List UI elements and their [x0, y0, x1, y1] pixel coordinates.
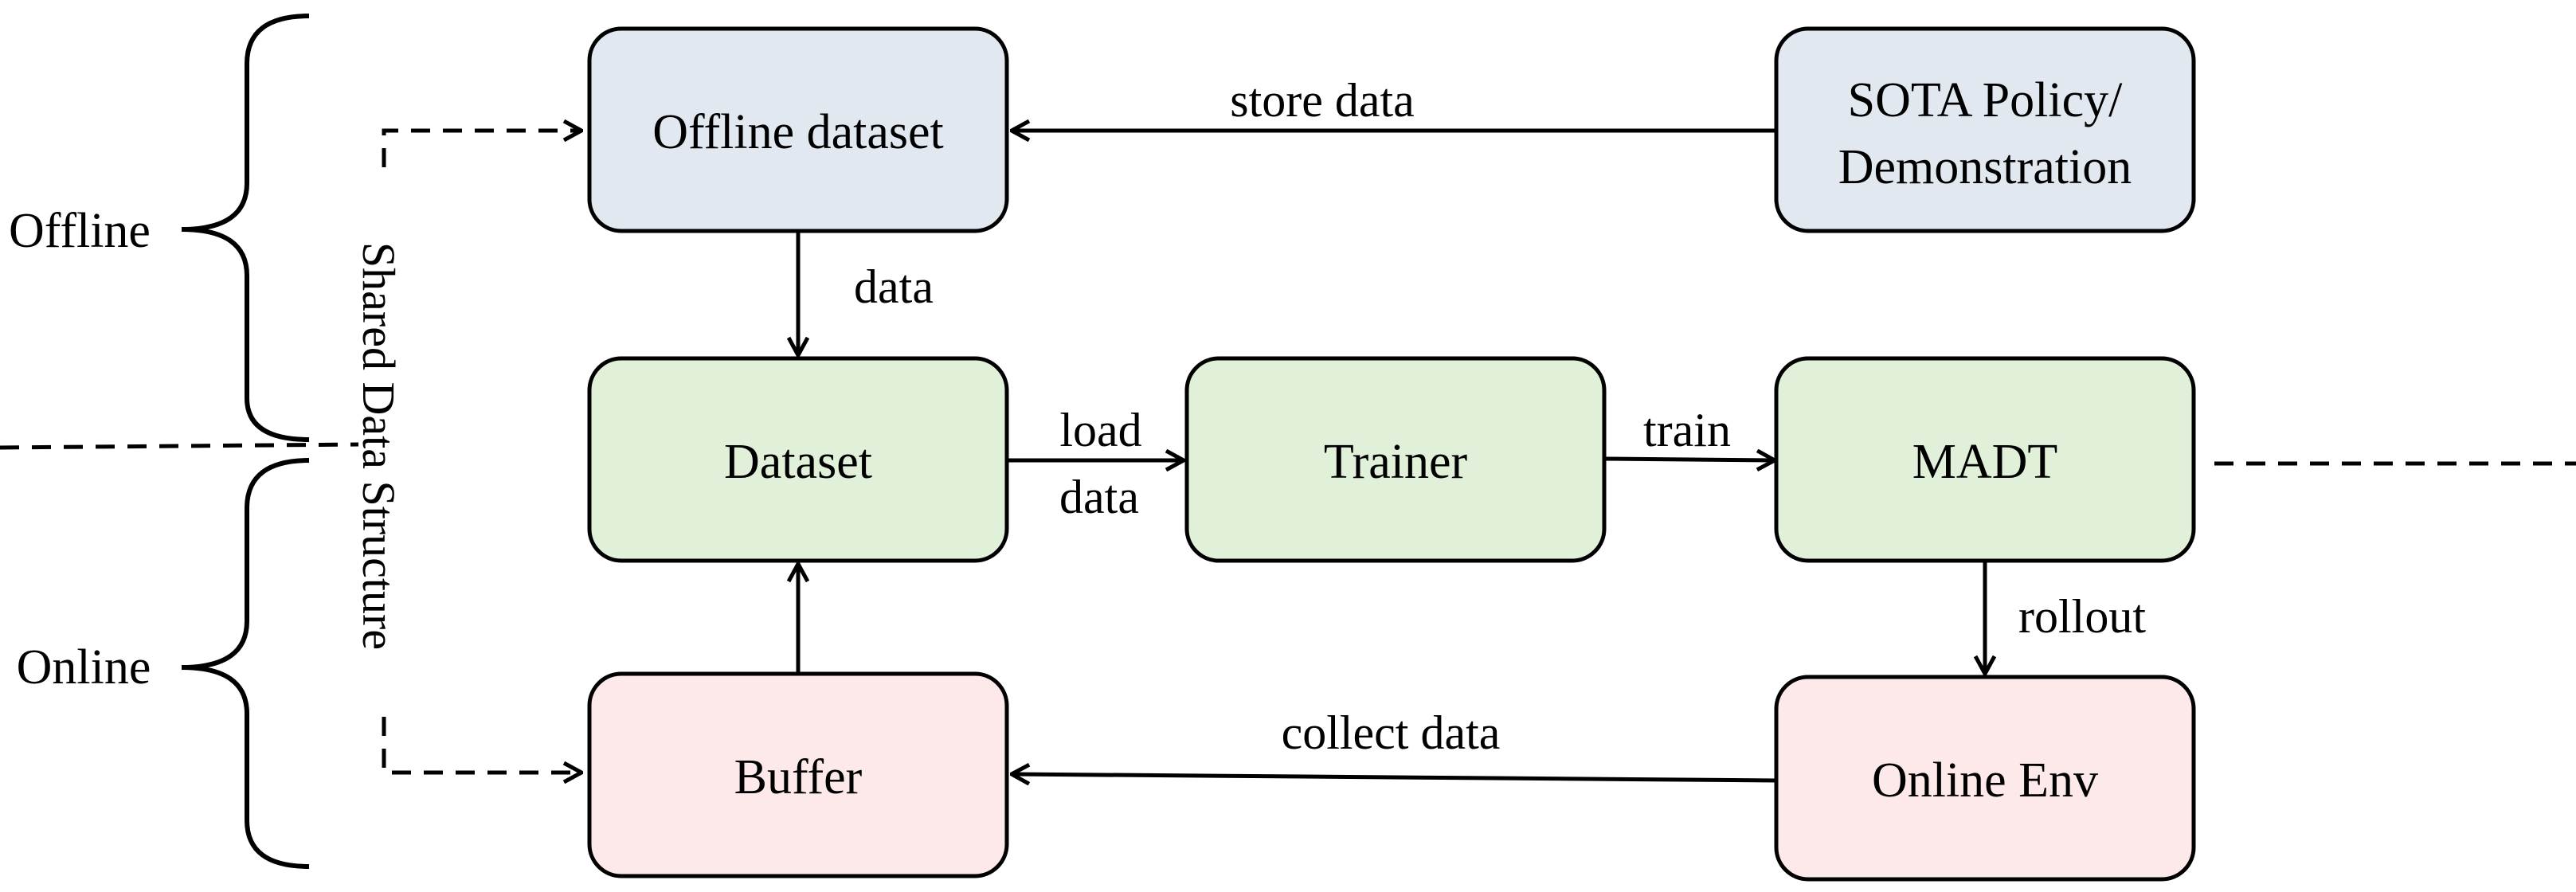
- edge-label-load-data: data: [1059, 471, 1139, 523]
- node-trainer: Trainer: [1184, 356, 1607, 563]
- edge-label-rollout: rollout: [2018, 590, 2146, 643]
- offline-brace: [181, 14, 310, 442]
- online-section-label: Online: [17, 640, 151, 694]
- node-sota-policy: SOTA Policy/ Demonstration: [1774, 26, 2196, 233]
- node-dataset: Dataset: [587, 356, 1009, 563]
- node-label-offline-dataset: Offline dataset: [652, 105, 944, 159]
- node-label-madt: MADT: [1912, 435, 2058, 489]
- shared-data-connector: [382, 131, 581, 167]
- node-offline-dataset: Offline dataset: [587, 26, 1009, 233]
- online-brace: [181, 458, 310, 869]
- node-label-sota-policy-line1: SOTA Policy/: [1848, 73, 2123, 127]
- node-online-env: Online Env: [1774, 675, 2196, 882]
- node-buffer: Buffer: [587, 671, 1009, 878]
- shared-data-structure-label: Shared Data Structure: [353, 242, 405, 650]
- section-divider-left: [0, 442, 359, 450]
- edge-label-train: train: [1643, 404, 1731, 456]
- edge-label-data: data: [854, 260, 934, 313]
- node-label-buffer: Buffer: [734, 750, 863, 804]
- edge-label-collect-data: collect data: [1282, 706, 1501, 759]
- edge-train: [1603, 459, 1775, 460]
- node-label-trainer: Trainer: [1324, 435, 1468, 489]
- node-label-online-env: Online Env: [1872, 753, 2098, 808]
- edge-label-load: load: [1059, 404, 1141, 456]
- node-label-dataset: Dataset: [724, 435, 872, 489]
- offline-section-label: Offline: [9, 204, 151, 258]
- edge-label-store-data: store data: [1230, 74, 1415, 127]
- node-label-sota-policy-line2: Demonstration: [1838, 140, 2132, 194]
- shared-data-connector-lower: [382, 717, 581, 773]
- node-madt: MADT: [1774, 356, 2196, 563]
- edge-collect-data: [1012, 774, 1777, 780]
